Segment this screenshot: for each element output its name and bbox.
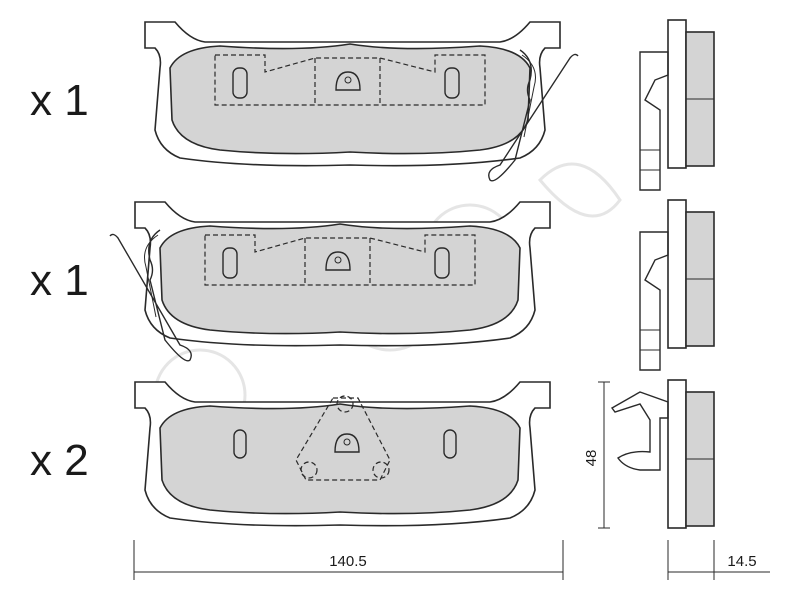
dimension-height-label: 48 [583,450,600,467]
dimension-thickness-label: 14.5 [727,553,756,570]
dimension-width: 140.5 [133,540,564,580]
dimension-thickness: 14.5 [667,540,770,580]
quantity-label-row-1: x 1 [30,76,89,125]
pad-side-view-2 [639,199,715,371]
dimension-width-label: 140.5 [329,553,367,570]
pad-side-view-1 [639,19,715,191]
quantity-label-row-2: x 1 [30,256,89,305]
pad-front-view-3 [134,381,551,527]
quantity-label-row-3: x 2 [30,436,89,485]
dimension-height: 48 [583,381,610,529]
pad-front-view-1 [144,21,579,182]
pad-front-view-2 [109,201,551,362]
pad-side-view-3 [610,379,715,529]
